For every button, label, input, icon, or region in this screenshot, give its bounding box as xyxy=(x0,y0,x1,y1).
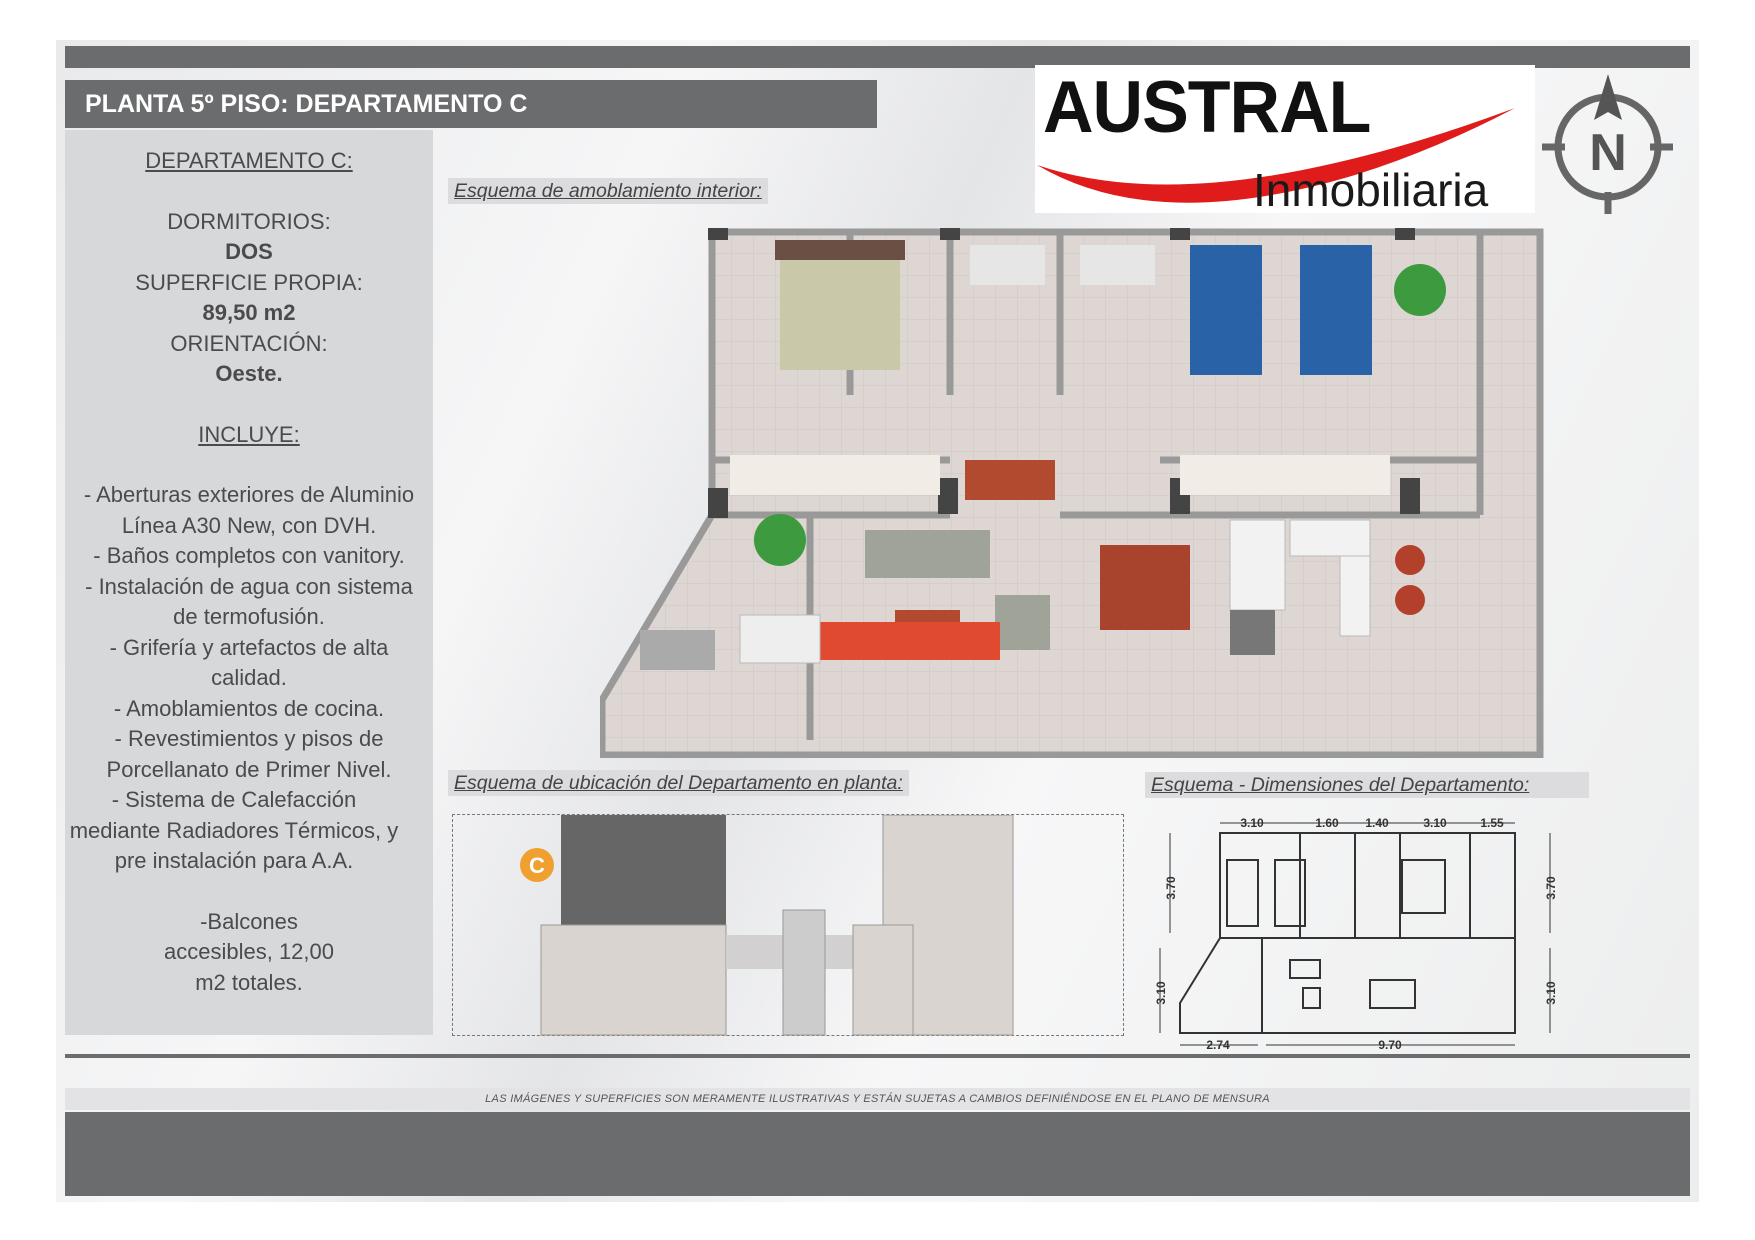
svg-text:1.40: 1.40 xyxy=(1365,816,1389,830)
unit-c-marker xyxy=(520,848,554,882)
divider xyxy=(65,1054,1690,1058)
include-item: - Sistema de Calefacción mediante Radiad… xyxy=(69,787,399,873)
svg-text:1.55: 1.55 xyxy=(1480,816,1504,830)
include-item: - Aberturas exteriores de Aluminio Línea… xyxy=(83,482,415,538)
building-location-plan: C xyxy=(452,814,1124,1036)
interior-floor-plan xyxy=(598,210,1545,759)
top-bar xyxy=(65,46,1690,68)
svg-text:3.10: 3.10 xyxy=(1154,981,1168,1005)
orientation-label: ORIENTACIÓN: xyxy=(170,330,328,356)
page-title: PLANTA 5º PISO: DEPARTAMENTO C xyxy=(65,80,877,128)
svg-text:9.70: 9.70 xyxy=(1378,1038,1402,1052)
details-panel: DEPARTAMENTO C: DORMITORIOS: DOS SUPERFI… xyxy=(65,130,433,1035)
bedrooms-value: DOS xyxy=(225,239,273,264)
north-compass-icon: N xyxy=(1540,72,1675,217)
bedrooms-label: DORMITORIOS: xyxy=(167,208,331,234)
orientation-value: Oeste. xyxy=(215,361,283,386)
include-item: - Grifería y artefactos de alta calidad. xyxy=(109,634,389,691)
disclaimer: LAS IMÁGENES Y SUPERFICIES SON MERAMENTE… xyxy=(65,1088,1690,1110)
svg-text:3.10: 3.10 xyxy=(1240,816,1264,830)
caption-dimensions: Esquema - Dimensiones del Departamento: xyxy=(1145,772,1590,798)
area-value: 89,50 m2 xyxy=(202,300,296,325)
svg-text:1.60: 1.60 xyxy=(1315,816,1339,830)
balconies-text: -Balcones accesibles, 12,00 m2 totales. xyxy=(164,908,334,995)
svg-text:3.70: 3.70 xyxy=(1544,876,1558,900)
unit-c-label: C xyxy=(529,853,545,878)
austral-logo: AUSTRAL Inmobiliaria xyxy=(1035,65,1535,216)
includes-heading: INCLUYE: xyxy=(198,421,300,447)
svg-text:2.74: 2.74 xyxy=(1206,1038,1230,1052)
logo-name: AUSTRAL xyxy=(1043,66,1371,148)
dimensions-plan: 3.10 1.60 1.40 3.10 1.55 3.70 3.10 3.70 … xyxy=(1150,808,1620,1053)
include-item: - Amoblamientos de cocina. xyxy=(113,695,385,721)
include-item: - Baños completos con vanitory. xyxy=(93,543,405,568)
caption-location: Esquema de ubicación del Departamento en… xyxy=(448,770,909,796)
details-heading: DEPARTAMENTO C: xyxy=(145,148,353,173)
logo-subtitle: Inmobiliaria xyxy=(1253,164,1489,216)
logo-swoosh xyxy=(1037,108,1515,203)
svg-text:3.70: 3.70 xyxy=(1164,876,1178,900)
caption-interior: Esquema de amoblamiento interior: xyxy=(448,178,768,204)
footer-bar xyxy=(65,1112,1690,1196)
include-item: - Instalación de agua con sistema de ter… xyxy=(85,573,413,630)
svg-text:3.10: 3.10 xyxy=(1544,981,1558,1005)
area-label: SUPERFICIE PROPIA: xyxy=(135,269,363,295)
compass-letter: N xyxy=(1589,124,1627,182)
svg-text:3.10: 3.10 xyxy=(1423,816,1447,830)
include-item: - Revestimientos y pisos de Porcellanato… xyxy=(106,726,392,782)
